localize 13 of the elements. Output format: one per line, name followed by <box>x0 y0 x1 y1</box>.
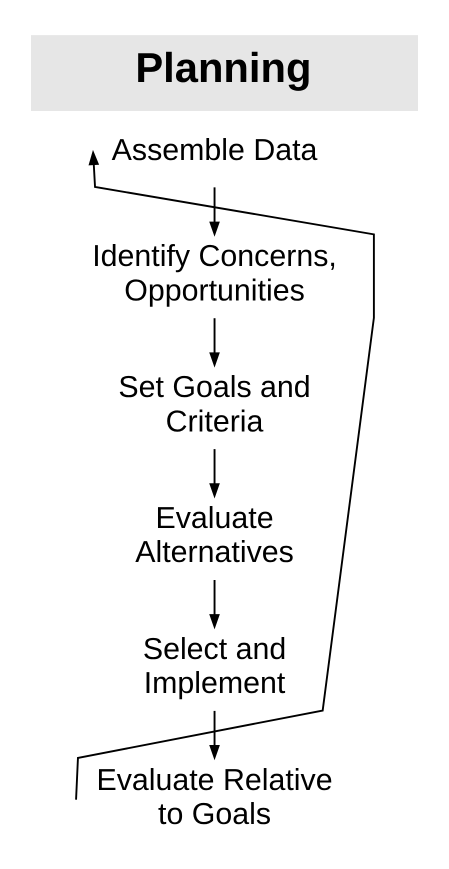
arrow <box>209 187 220 237</box>
arrow <box>75 150 375 800</box>
arrow <box>209 710 220 760</box>
arrow <box>209 449 220 498</box>
node-text: Evaluate Relative to Goals <box>96 764 333 831</box>
node-text: Evaluate Alternatives <box>135 502 294 570</box>
node-text: Select and Implement <box>142 632 286 700</box>
arrow <box>209 580 220 630</box>
arrow <box>209 318 220 368</box>
diagram-title: Planning <box>135 44 312 91</box>
node-text: Identify Concerns, Opportunities <box>92 240 337 308</box>
node-text: Set Goals and Criteria <box>118 371 311 438</box>
node-text: Assemble Data <box>112 134 318 167</box>
